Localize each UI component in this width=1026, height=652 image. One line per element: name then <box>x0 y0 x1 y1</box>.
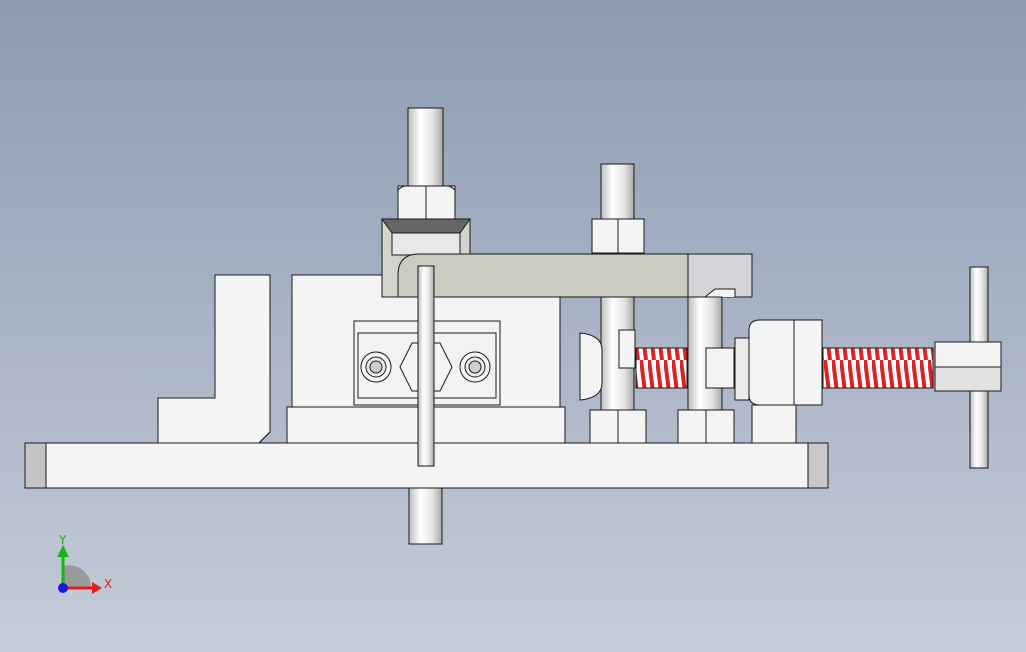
left-compression-spring[interactable] <box>635 347 688 389</box>
y-axis-arrow-icon <box>57 545 69 557</box>
upper-hex-nut[interactable] <box>397 185 456 220</box>
spring-stop[interactable] <box>705 347 735 389</box>
right-bottom-hex-nut[interactable] <box>677 409 735 444</box>
pressure-pad[interactable] <box>579 332 603 401</box>
right-socket-bolt-icon <box>459 351 491 383</box>
middle-top-hex-nut[interactable] <box>591 218 645 254</box>
arm-pivot-pin[interactable] <box>417 265 435 467</box>
t-handle[interactable] <box>934 266 1002 469</box>
right-compression-spring[interactable] <box>822 347 934 389</box>
fixture-assembly[interactable] <box>24 107 1002 545</box>
upper-threaded-rod[interactable] <box>407 107 444 191</box>
left-locating-block[interactable] <box>157 274 271 444</box>
x-axis-label: X <box>104 577 112 591</box>
lower-threaded-rod[interactable] <box>408 479 443 545</box>
clamping-arm[interactable] <box>397 253 753 298</box>
middle-threaded-rod[interactable] <box>600 163 635 443</box>
coordinate-triad: Y X <box>57 533 112 594</box>
clamp-body[interactable] <box>734 319 823 444</box>
triad-arc <box>63 565 92 588</box>
y-axis-label: Y <box>58 533 67 547</box>
middle-bottom-hex-nut[interactable] <box>589 409 647 444</box>
left-socket-bolt-icon <box>360 351 392 383</box>
pad-stem[interactable] <box>618 329 636 369</box>
z-axis-icon <box>58 583 68 593</box>
x-axis-arrow-icon <box>92 582 102 594</box>
